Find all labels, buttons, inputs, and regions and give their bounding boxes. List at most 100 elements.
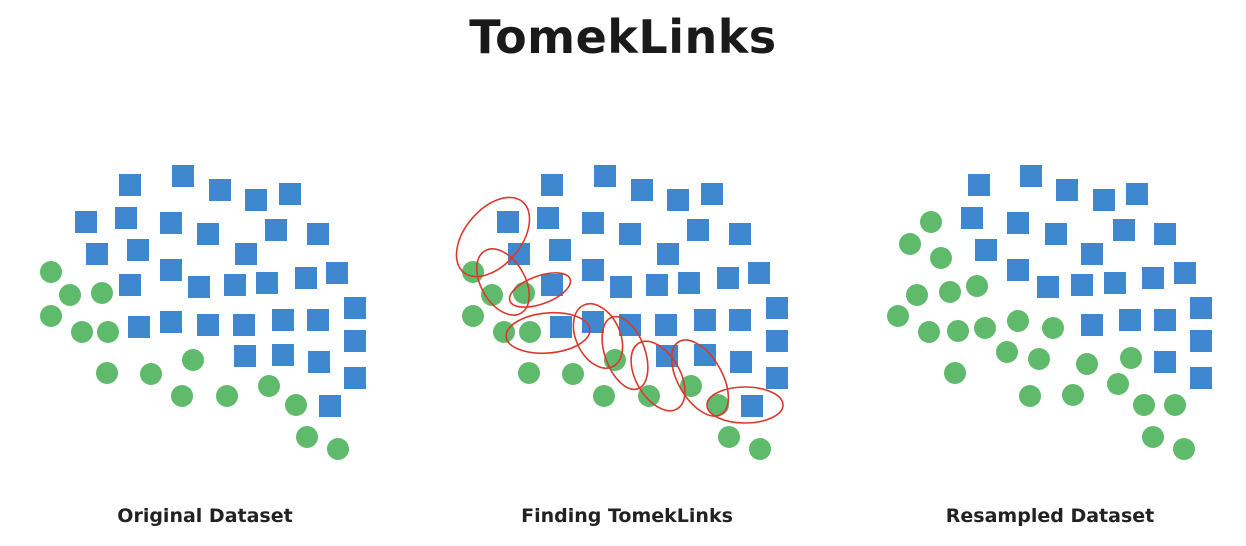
majority-square: [656, 345, 678, 367]
minority-circle: [906, 284, 928, 306]
majority-square: [1190, 330, 1212, 352]
majority-square: [701, 183, 723, 205]
majority-square: [1037, 276, 1059, 298]
minority-circle: [40, 305, 62, 327]
label-resampled-dataset: Resampled Dataset: [945, 505, 1155, 527]
majority-square: [729, 309, 751, 331]
majority-square: [1126, 183, 1148, 205]
majority-square: [1190, 297, 1212, 319]
minority-circle: [518, 362, 540, 384]
minority-circle: [40, 261, 62, 283]
minority-circle: [97, 321, 119, 343]
majority-square: [233, 314, 255, 336]
minority-circle: [1133, 394, 1155, 416]
majority-square: [326, 262, 348, 284]
majority-square: [307, 223, 329, 245]
majority-square: [766, 367, 788, 389]
majority-square: [717, 267, 739, 289]
minority-circle: [939, 281, 961, 303]
majority-square: [694, 344, 716, 366]
minority-circle: [1164, 394, 1186, 416]
majority-square: [224, 274, 246, 296]
majority-square: [657, 243, 679, 265]
minority-circle: [930, 247, 952, 269]
majority-square: [748, 262, 770, 284]
majority-square: [687, 219, 709, 241]
minority-circle: [887, 305, 909, 327]
panel-resampled-dataset: [887, 165, 1212, 460]
majority-square: [766, 297, 788, 319]
majority-square: [729, 223, 751, 245]
minority-circle: [1019, 385, 1041, 407]
majority-square: [344, 367, 366, 389]
majority-square: [344, 330, 366, 352]
majority-square: [272, 309, 294, 331]
majority-square: [245, 189, 267, 211]
majority-square: [694, 309, 716, 331]
majority-square: [1113, 219, 1135, 241]
minority-circle: [327, 438, 349, 460]
majority-square: [961, 207, 983, 229]
majority-square: [541, 174, 563, 196]
minority-circle: [1173, 438, 1195, 460]
tomek-link-ellipse: [706, 386, 784, 424]
minority-circle: [71, 321, 93, 343]
majority-square: [497, 211, 519, 233]
majority-square: [631, 179, 653, 201]
tomek-link-ellipse: [505, 311, 591, 355]
majority-square: [1154, 223, 1176, 245]
tomek-link-ellipse: [601, 315, 649, 391]
majority-square: [1071, 274, 1093, 296]
majority-square: [160, 212, 182, 234]
tomek-link-ellipse: [630, 340, 686, 412]
minority-circle: [604, 349, 626, 371]
majority-square: [541, 274, 563, 296]
majority-square: [1007, 259, 1029, 281]
minority-circle: [947, 320, 969, 342]
majority-square: [344, 297, 366, 319]
tomek-link-ellipse: [508, 272, 572, 308]
majority-square: [295, 267, 317, 289]
majority-square: [256, 272, 278, 294]
majority-square: [1154, 309, 1176, 331]
minority-circle: [140, 363, 162, 385]
majority-square: [975, 239, 997, 261]
majority-square: [582, 311, 604, 333]
majority-square: [646, 274, 668, 296]
minority-circle: [1076, 353, 1098, 375]
label-original-dataset: Original Dataset: [117, 505, 293, 527]
minority-circle: [1142, 426, 1164, 448]
minority-circle: [749, 438, 771, 460]
panel-original-dataset: [40, 165, 366, 460]
majority-square: [619, 223, 641, 245]
minority-circle: [285, 394, 307, 416]
majority-square: [1007, 212, 1029, 234]
majority-square: [188, 276, 210, 298]
minority-circle: [519, 321, 541, 343]
minority-circle: [974, 317, 996, 339]
minority-circle: [562, 363, 584, 385]
majority-square: [968, 174, 990, 196]
majority-square: [308, 351, 330, 373]
majority-square: [119, 174, 141, 196]
majority-square: [160, 311, 182, 333]
majority-square: [279, 183, 301, 205]
minority-circle: [944, 362, 966, 384]
majority-square: [1081, 243, 1103, 265]
majority-square: [1104, 272, 1126, 294]
tomek-link-ellipse: [670, 339, 730, 417]
minority-circle: [899, 233, 921, 255]
majority-square: [508, 243, 530, 265]
majority-square: [1190, 367, 1212, 389]
majority-square: [1056, 179, 1078, 201]
majority-square: [235, 243, 257, 265]
minority-circle: [966, 275, 988, 297]
majority-square: [319, 395, 341, 417]
tomek-link-ellipse: [572, 303, 624, 369]
minority-circle: [918, 321, 940, 343]
majority-square: [209, 179, 231, 201]
minority-circle: [1007, 310, 1029, 332]
majority-square: [1119, 309, 1141, 331]
majority-square: [549, 239, 571, 261]
majority-square: [730, 351, 752, 373]
